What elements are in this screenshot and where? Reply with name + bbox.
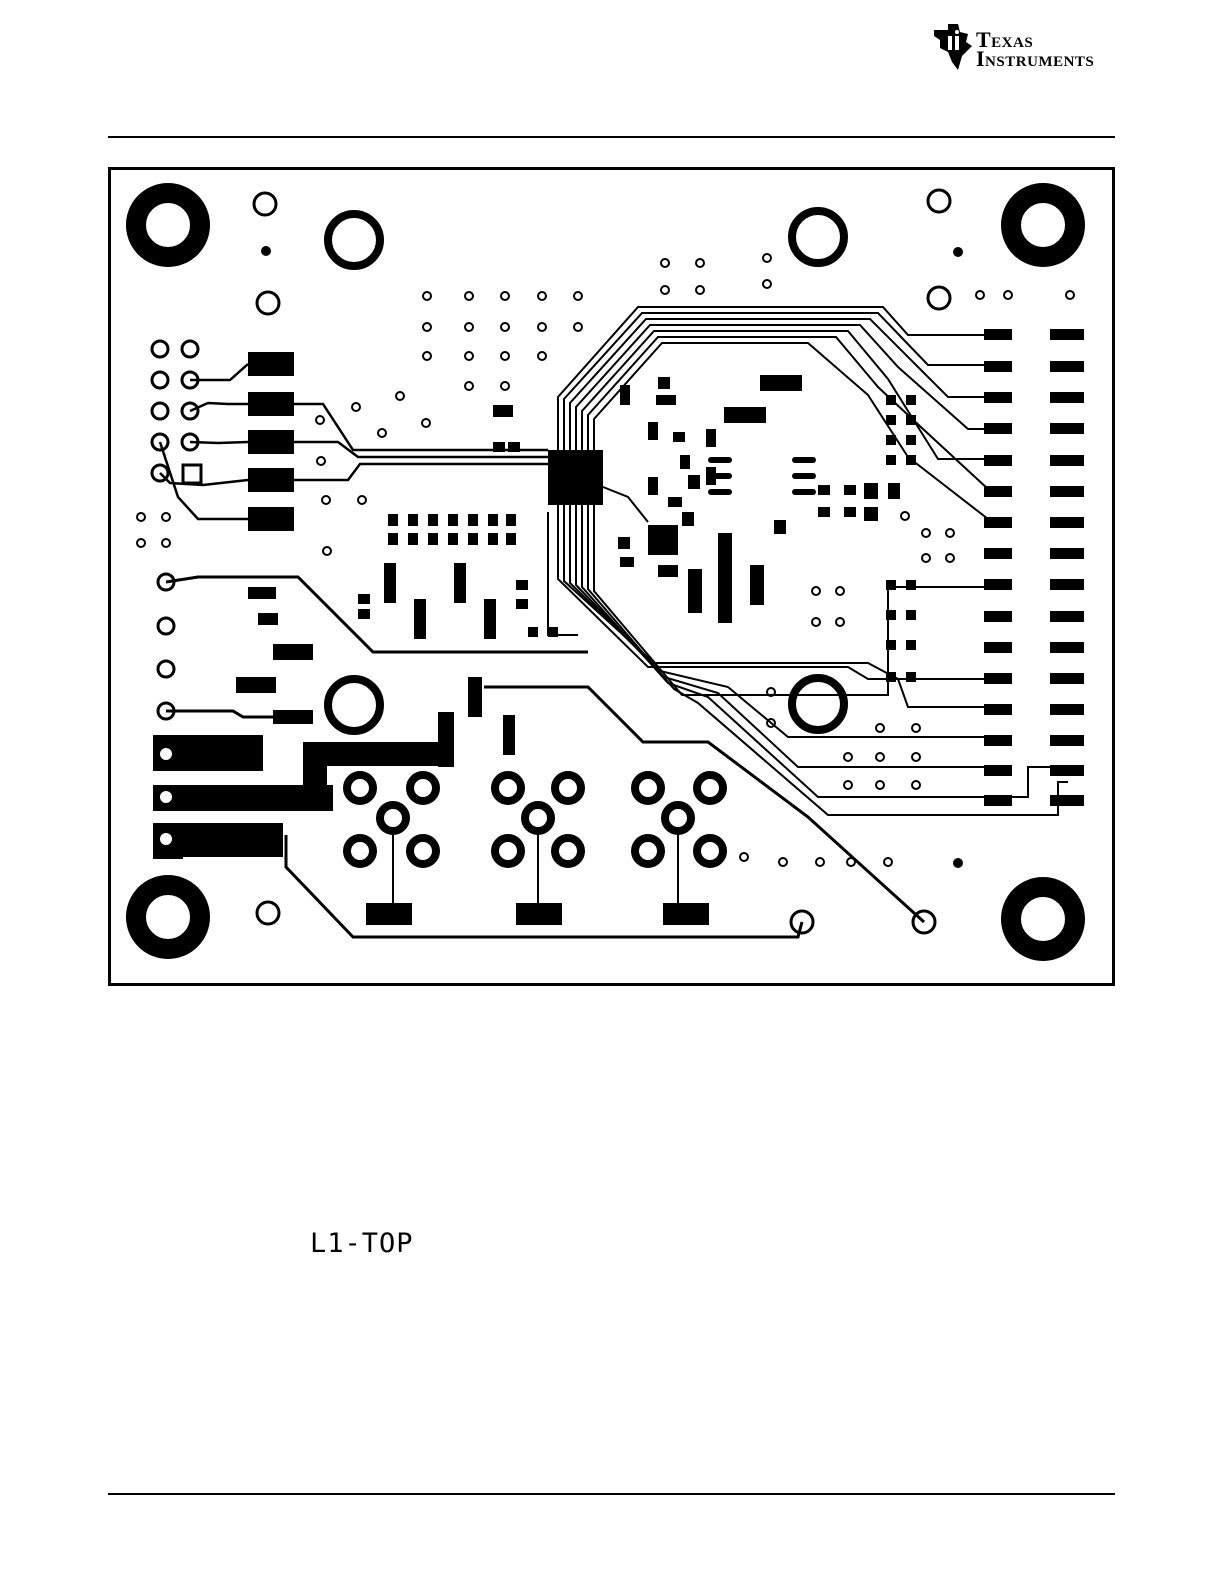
header-pins [347, 775, 723, 864]
ti-logo-icon [928, 22, 976, 74]
passive-components [236, 375, 900, 755]
main-ic [548, 450, 603, 505]
layer-label: L1-TOP [310, 1228, 414, 1259]
pcb-layout-drawing [108, 167, 1115, 986]
switch-pads [366, 903, 709, 925]
footer-rule [108, 1493, 1115, 1495]
right-connector-pads [984, 329, 1084, 806]
tiny-vias [137, 254, 1074, 866]
right-small-pads [886, 395, 916, 682]
left-traces [160, 364, 548, 519]
header-rule [108, 136, 1115, 138]
power-traces [166, 577, 924, 937]
logo-wordmark: Texas Instruments [976, 30, 1094, 68]
logo-line-2: Instruments [976, 49, 1094, 68]
